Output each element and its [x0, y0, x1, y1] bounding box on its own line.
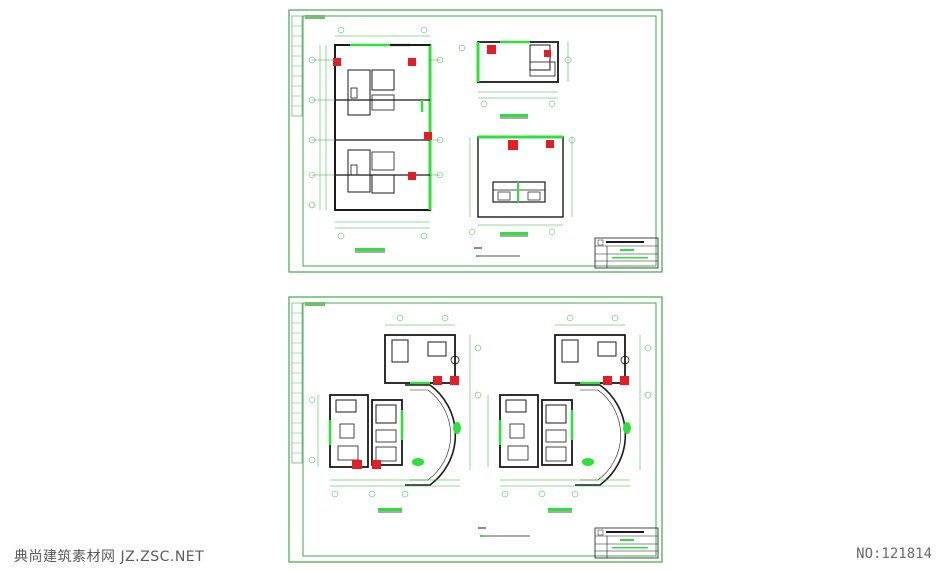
sheet-1-title-block [594, 237, 659, 269]
red-fixture-marker [544, 50, 551, 57]
watermark-id: NO:121814 [856, 546, 932, 562]
sheet-2-title-block [594, 527, 659, 559]
red-fixture-marker [487, 45, 496, 54]
plan-b [458, 40, 572, 119]
red-fixture-marker [408, 58, 416, 66]
sheet-2-outer-frame [288, 296, 663, 563]
green-plant-marker [623, 422, 631, 434]
red-fixture-marker [603, 376, 612, 385]
sheet-1 [288, 9, 663, 273]
sheet-1-inner-frame [302, 15, 657, 267]
red-fixture-marker [450, 376, 459, 385]
sheet-2-corner-tag [305, 302, 325, 306]
unit-plan-right [487, 314, 652, 513]
sheet-2-inner-frame [302, 302, 657, 557]
curved-wall [405, 384, 457, 486]
watermark-site: 典尚建筑素材网 JZ.ZSC.NET [14, 549, 205, 565]
curved-wall [575, 384, 627, 486]
sheet-2 [288, 296, 663, 563]
green-plant-marker [412, 458, 424, 466]
plan-a [308, 26, 444, 253]
red-fixture-marker [546, 140, 554, 148]
plan-c-outline [477, 136, 564, 218]
red-fixture-marker [508, 140, 518, 150]
red-fixture-marker [352, 460, 362, 469]
unit-plan-left [308, 314, 482, 513]
red-fixture-marker [424, 132, 432, 140]
red-fixture-marker [372, 460, 381, 469]
plan-a-bath-2 [347, 149, 371, 193]
plan-c [468, 135, 576, 237]
plan-a-bath-1 [347, 69, 371, 116]
sheet-1-outer-frame [288, 9, 663, 273]
red-fixture-marker [333, 58, 341, 66]
sheet-1-corner-tag [305, 15, 325, 19]
green-plant-marker [582, 458, 594, 466]
red-fixture-marker [408, 172, 416, 180]
red-fixture-marker [620, 376, 629, 385]
green-plant-marker [453, 422, 461, 434]
red-fixture-marker [433, 376, 442, 385]
